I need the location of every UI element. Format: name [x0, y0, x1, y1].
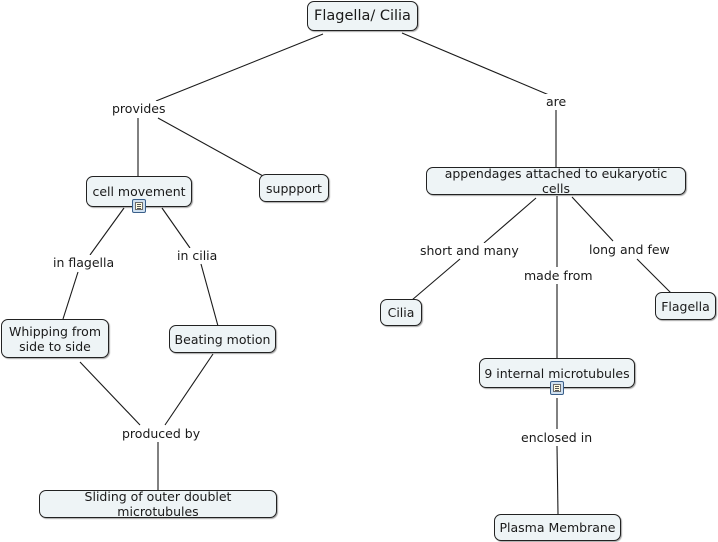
concept-flagella-cilia[interactable]: Flagella/ Cilia — [307, 1, 418, 31]
label-provides: provides — [110, 101, 168, 116]
link-appendages-shortmany — [483, 197, 537, 244]
concept-whipping[interactable]: Whipping from side to side — [1, 319, 109, 358]
link-whipping-producedby — [79, 361, 141, 426]
label-short-and-many: short and many — [418, 243, 521, 258]
label-made-from: made from — [522, 268, 595, 283]
link-inflagella-whipping — [62, 271, 79, 320]
concept-cilia[interactable]: Cilia — [380, 299, 422, 326]
label-are: are — [544, 94, 569, 109]
link-beating-producedby — [164, 353, 214, 426]
link-longfew-flagella — [636, 258, 672, 294]
label-long-and-few: long and few — [587, 242, 672, 257]
concept-plasma-membrane[interactable]: Plasma Membrane — [494, 514, 621, 541]
link-enclosedin-membrane — [556, 445, 559, 515]
concept-beating-motion[interactable]: Beating motion — [169, 325, 276, 353]
link-incilia-beating — [200, 263, 219, 327]
label-produced-by: produced by — [120, 426, 203, 441]
link-cellmovement-incilia — [161, 207, 191, 249]
label-enclosed-in: enclosed in — [519, 430, 595, 445]
link-root-are — [401, 32, 550, 96]
concept-cell-movement[interactable]: cell movement — [86, 176, 192, 207]
attached-resource-icon[interactable] — [550, 381, 564, 395]
concept-appendages[interactable]: appendages attached to eukaryotic cells — [426, 166, 686, 196]
label-in-cilia: in cilia — [175, 248, 220, 263]
link-root-provides — [155, 33, 324, 102]
link-shortmany-cilia — [411, 258, 461, 301]
link-provides-support — [157, 117, 264, 177]
link-appendages-longfew — [571, 196, 614, 242]
link-cellmovement-inflagella — [89, 207, 125, 256]
concept-flagella[interactable]: Flagella — [655, 292, 716, 320]
concept-support[interactable]: suppport — [259, 174, 329, 202]
concept-sliding-microtubules[interactable]: Sliding of outer doublet microtubules — [39, 489, 277, 519]
label-in-flagella: in flagella — [51, 255, 117, 270]
attached-resource-icon[interactable] — [132, 199, 146, 213]
